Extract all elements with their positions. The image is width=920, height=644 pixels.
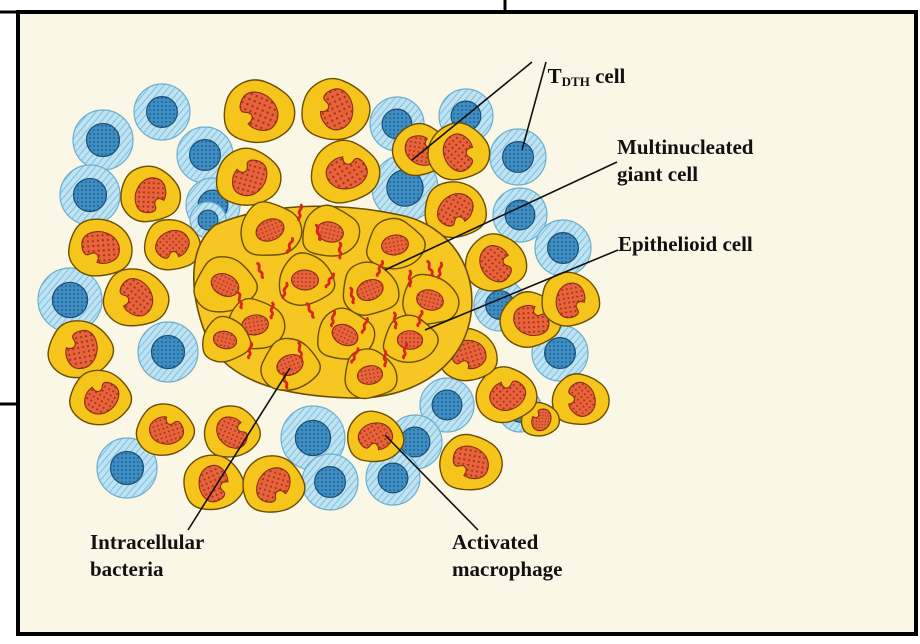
t-cell-nucleus <box>505 200 535 230</box>
t-cell-nucleus <box>52 282 87 317</box>
t-cell-nucleus <box>432 390 462 420</box>
tdth-cell-label: TDTH cell <box>527 40 625 118</box>
t-cell-nucleus <box>548 233 579 264</box>
t-cell-nucleus <box>74 179 107 212</box>
bacteria-label-line2: bacteria <box>90 557 163 581</box>
t-cell-nucleus <box>190 140 221 171</box>
t-cell-nucleus <box>111 452 144 485</box>
tdth-suffix: cell <box>590 64 626 88</box>
tdth-subscript: DTH <box>562 74 590 89</box>
t-cell-nucleus <box>378 463 408 493</box>
t-cell-nucleus <box>295 420 330 455</box>
epithelioid-nucleus <box>397 330 423 349</box>
t-cell-nucleus <box>545 338 576 369</box>
bacteria-label-line1: Intracellular <box>90 530 204 554</box>
t-cell-nucleus <box>400 427 430 457</box>
t-cell-nucleus <box>152 336 185 369</box>
macrophage-label-line2: macrophage <box>452 557 562 581</box>
epithelioid-nucleus <box>291 270 319 291</box>
epithelioid-label: Epithelioid cell <box>618 232 753 256</box>
t-cell-nucleus <box>315 467 346 498</box>
tdth-prefix: T <box>548 64 562 88</box>
t-cell-nucleus <box>147 97 178 128</box>
macrophage-label-line1: Activated <box>452 530 538 554</box>
t-cell-nucleus <box>503 142 534 173</box>
giant-cell-label-line2: giant cell <box>617 162 698 186</box>
t-cell-nucleus <box>87 124 120 157</box>
giant-cell-label-line1: Multinucleated <box>617 135 754 159</box>
